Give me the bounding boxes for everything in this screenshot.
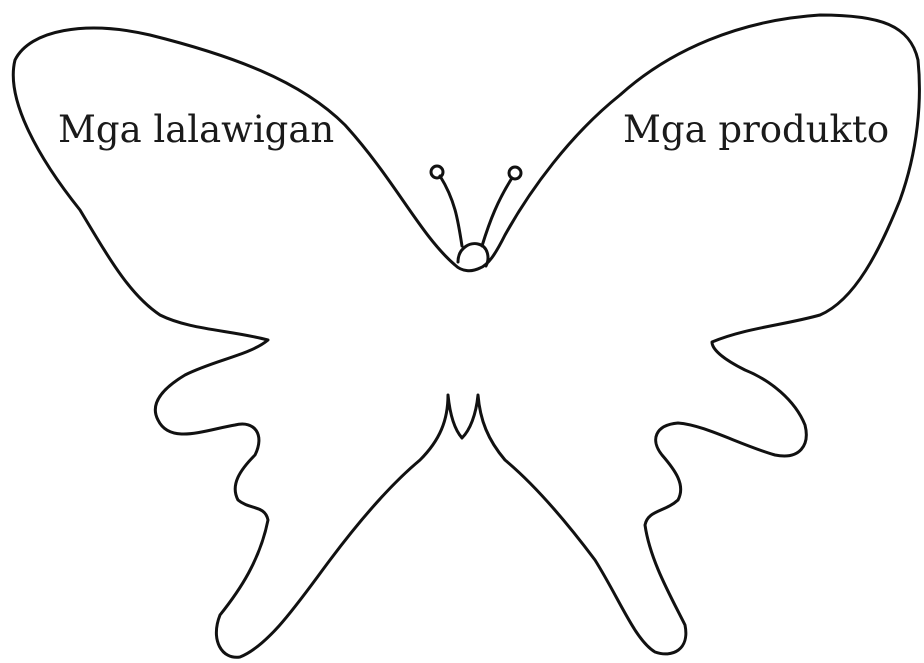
- left-wing-label: Mga lalawigan: [58, 111, 334, 148]
- right-antenna: [482, 178, 512, 246]
- right-wing-label: Mga produkto: [623, 111, 889, 148]
- right-antenna-tip: [509, 167, 521, 179]
- left-antenna: [440, 176, 462, 246]
- left-antenna-tip: [431, 166, 443, 178]
